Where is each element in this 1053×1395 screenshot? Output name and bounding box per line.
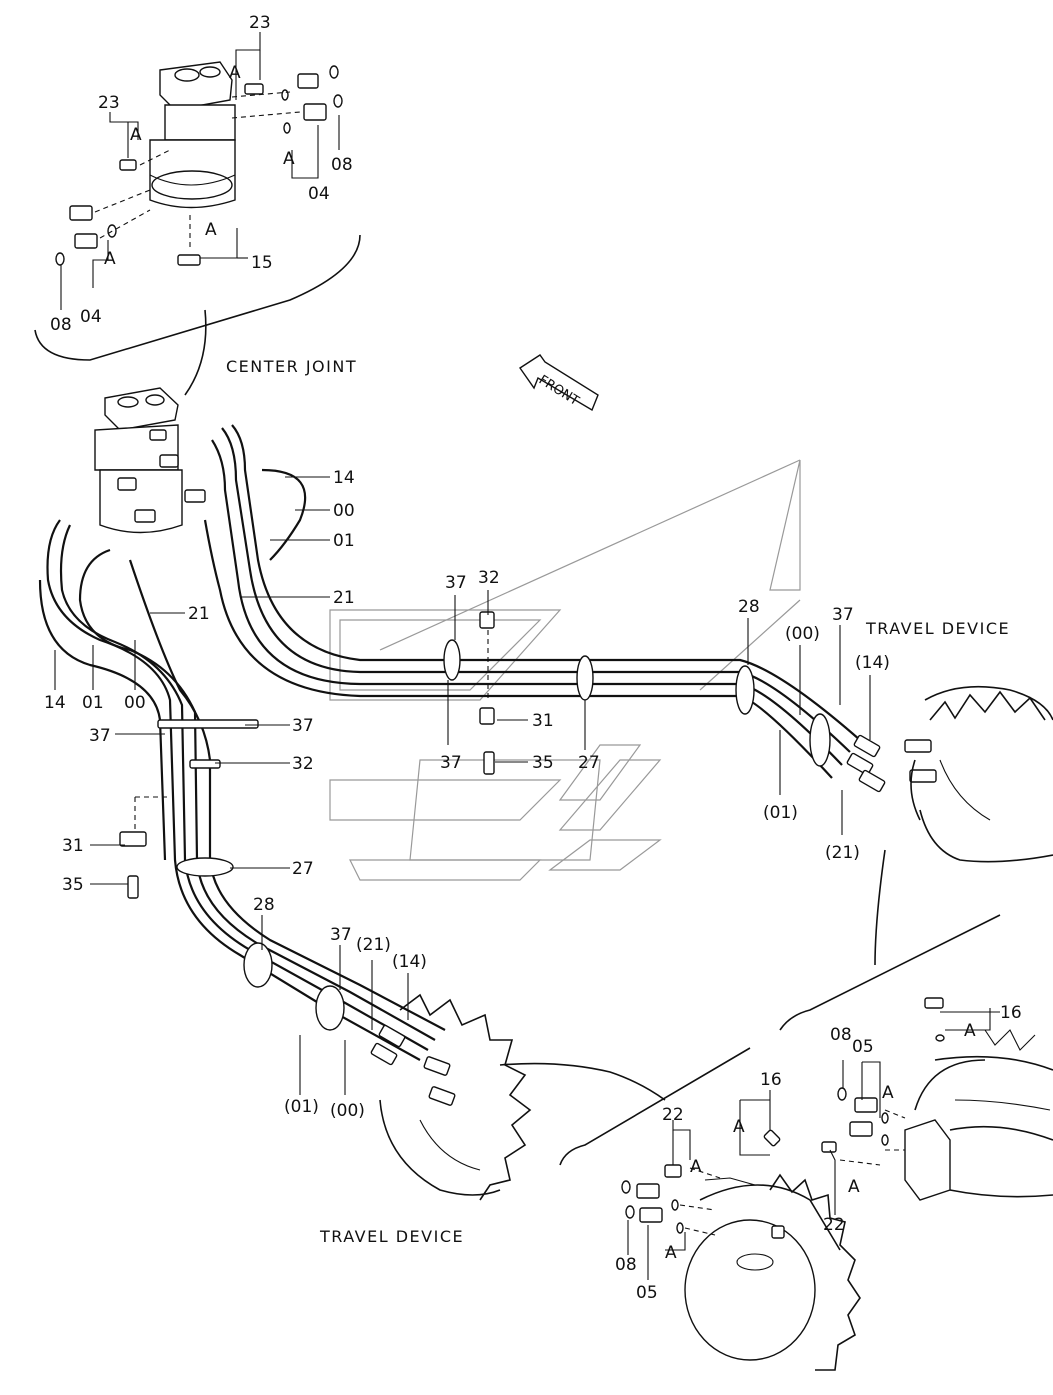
o-ring-icon <box>671 1199 679 1211</box>
tag-a: A <box>882 1083 894 1103</box>
label-part-16: 16 <box>760 1070 782 1090</box>
label-part-08: 08 <box>830 1025 852 1045</box>
caption-travel-device-bottom: TRAVEL DEVICE <box>319 1227 464 1246</box>
label-hose-01: 01 <box>82 693 104 713</box>
label-part-37: 37 <box>89 726 111 746</box>
label-hose-21-ref: (21) <box>356 935 391 955</box>
caption-travel-device-right: TRAVEL DEVICE <box>865 619 1010 638</box>
label-part-04: 04 <box>308 184 330 204</box>
tag-a: A <box>205 220 217 240</box>
label-hose-14-ref: (14) <box>855 653 890 673</box>
caption-center-joint: CENTER JOINT <box>226 357 357 376</box>
label-part-05: 05 <box>636 1283 658 1303</box>
label-part-27: 27 <box>578 753 600 773</box>
connector-fitting-icon <box>639 1207 663 1223</box>
label-hose-21-ref: (21) <box>825 843 860 863</box>
inset-travel-device-right: 16 08 05 22 A A A <box>779 849 1053 1235</box>
label-part-23: 23 <box>249 13 271 33</box>
o-ring-icon <box>621 1180 631 1194</box>
tag-a: A <box>733 1117 745 1137</box>
label-part-22: 22 <box>823 1215 845 1235</box>
label-part-37: 37 <box>445 573 467 593</box>
label-part-31: 31 <box>532 711 554 731</box>
tag-a: A <box>130 125 142 145</box>
label-part-04: 04 <box>80 307 102 327</box>
label-part-37: 37 <box>832 605 854 625</box>
inset-travel-device-bottom: 16 22 08 05 A A A <box>499 1047 861 1371</box>
front-arrow-icon: FRONT <box>519 354 599 412</box>
elbow-fitting-icon <box>763 1129 781 1147</box>
connector-fitting-icon <box>636 1183 660 1199</box>
label-hose-00-ref: (00) <box>330 1101 365 1121</box>
connector-fitting-icon <box>821 1141 837 1153</box>
o-ring-icon <box>625 1205 635 1219</box>
o-ring-icon <box>935 1034 945 1042</box>
label-part-23: 23 <box>98 93 120 113</box>
elbow-fitting-icon <box>119 83 264 266</box>
tag-a: A <box>104 249 116 269</box>
label-hose-00: 00 <box>333 501 355 521</box>
tag-a: A <box>229 63 241 83</box>
label-part-35: 35 <box>532 753 554 773</box>
inset-leader <box>184 309 207 396</box>
label-hose-14: 14 <box>44 693 66 713</box>
hose-bundle <box>38 424 861 1061</box>
connector-fitting-icon <box>854 1097 878 1113</box>
tag-a: A <box>690 1157 702 1177</box>
label-part-05: 05 <box>852 1037 874 1057</box>
hose-fitting-icon <box>370 734 937 1106</box>
label-part-22: 22 <box>662 1105 684 1125</box>
tag-a: A <box>665 1243 677 1263</box>
label-hose-14-ref: (14) <box>392 952 427 972</box>
label-part-31: 31 <box>62 836 84 856</box>
label-part-37: 37 <box>292 716 314 736</box>
label-hose-14: 14 <box>333 468 355 488</box>
travel-device-sprocket-icon <box>910 685 1053 863</box>
center-joint-icon <box>149 61 236 209</box>
hose-clamp-icon <box>119 611 831 1031</box>
label-hose-01-ref: (01) <box>763 803 798 823</box>
label-hose-01: 01 <box>333 531 355 551</box>
label-part-08: 08 <box>615 1255 637 1275</box>
label-hose-00: 00 <box>124 693 146 713</box>
center-joint-main-icon <box>94 387 206 534</box>
travel-motor-icon <box>904 1029 1053 1201</box>
label-part-32: 32 <box>478 568 500 588</box>
o-ring-icon <box>676 1222 684 1234</box>
inset-border <box>34 234 361 361</box>
label-part-15: 15 <box>251 253 273 273</box>
label-part-27: 27 <box>292 859 314 879</box>
label-part-08: 08 <box>50 315 72 335</box>
label-hose-01-ref: (01) <box>284 1097 319 1117</box>
label-part-32: 32 <box>292 754 314 774</box>
o-ring-icon <box>881 1134 889 1146</box>
label-part-16: 16 <box>1000 1003 1022 1023</box>
o-ring-icon <box>837 1087 847 1101</box>
connector-fitting-icon <box>849 1121 873 1137</box>
label-part-28: 28 <box>253 895 275 915</box>
connector-fitting-icon <box>69 73 327 249</box>
label-part-35: 35 <box>62 875 84 895</box>
label-hose-21: 21 <box>188 604 210 624</box>
leader-lines <box>54 476 871 1095</box>
tag-a: A <box>283 149 295 169</box>
label-hose-00-ref: (00) <box>785 624 820 644</box>
watermark-logo <box>329 459 801 881</box>
tag-a: A <box>964 1021 976 1041</box>
tag-a: A <box>848 1177 860 1197</box>
connector-fitting-icon <box>664 1164 682 1178</box>
label-part-37: 37 <box>440 753 462 773</box>
inset-center-joint: 23 23 04 08 04 08 15 A A A A A <box>34 13 361 396</box>
label-part-37: 37 <box>330 925 352 945</box>
label-hose-21: 21 <box>333 588 355 608</box>
o-ring-icon <box>881 1112 889 1124</box>
travel-motor-icon <box>684 1173 861 1371</box>
label-part-08: 08 <box>331 155 353 175</box>
travel-device-sprocket-icon <box>379 993 532 1201</box>
elbow-fitting-icon <box>924 997 944 1009</box>
label-part-28: 28 <box>738 597 760 617</box>
